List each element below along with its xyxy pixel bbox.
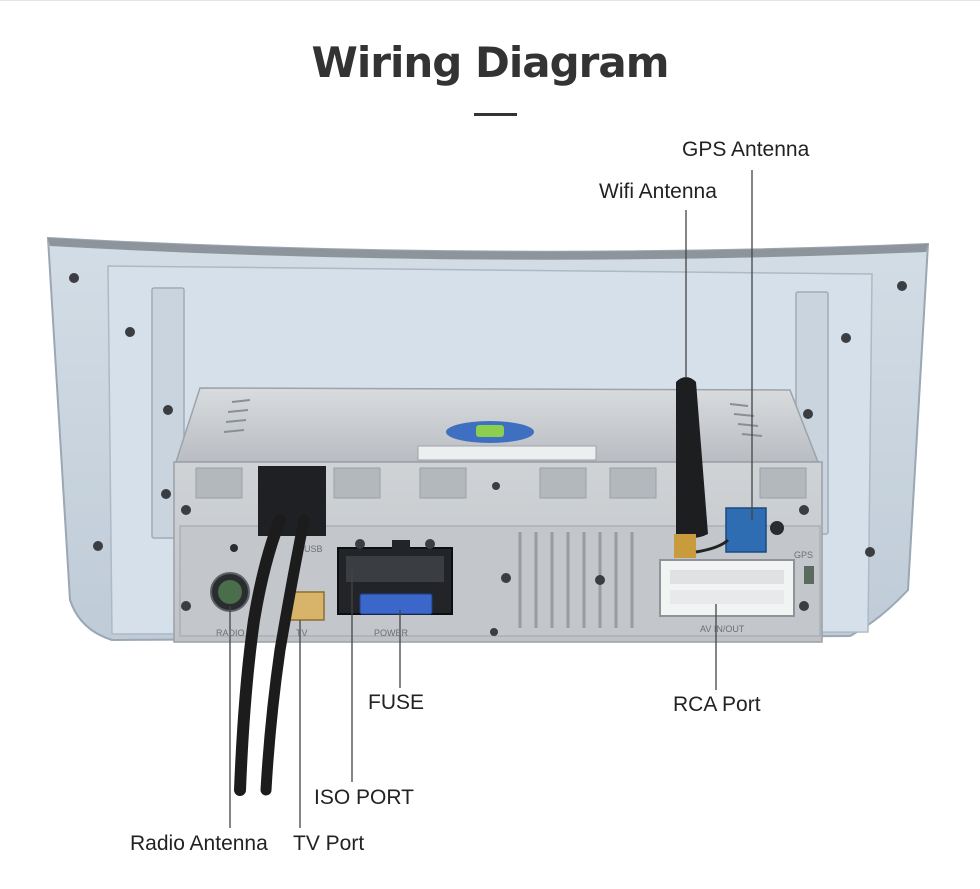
top-divider (0, 0, 980, 1)
frame-screws (69, 273, 907, 557)
page-title: Wiring Diagram (311, 38, 670, 87)
radio-antenna-socket (210, 572, 250, 612)
title-underline (474, 113, 517, 116)
chassis-top (174, 387, 820, 463)
gps-antenna-label: GPS Antenna (682, 138, 810, 161)
cables (234, 466, 326, 796)
radio-antenna-label: Radio Antenna (130, 832, 268, 855)
callout-leader-lines (229, 170, 753, 828)
rca-port-label: RCA Port (673, 693, 761, 716)
wifi-antenna (674, 377, 730, 558)
rca-av-connector (659, 559, 795, 617)
gps-connector (725, 507, 814, 584)
fuse (359, 593, 433, 615)
iso-power-connector (337, 539, 453, 615)
tv-port-label: TV Port (293, 832, 365, 855)
iso-port-label: ISO PORT (314, 786, 414, 809)
fuse-label: FUSE (368, 691, 425, 714)
wifi-antenna-label: Wifi Antenna (599, 180, 717, 203)
